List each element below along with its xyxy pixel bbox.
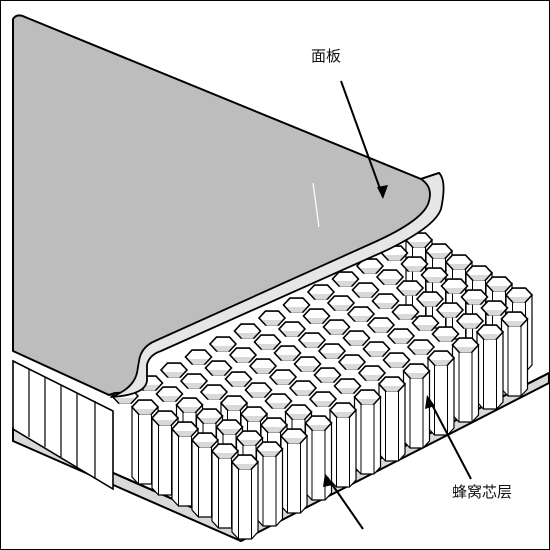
- honeycomb-cell-wall: [280, 434, 308, 514]
- honeycomb-cell-wall: [500, 317, 529, 397]
- honeycomb-cell-wall: [451, 343, 480, 423]
- honeycomb-cell-wall: [378, 382, 406, 462]
- honeycomb-cell-wall: [476, 330, 504, 410]
- core-cells: [110, 232, 534, 540]
- core-leader: [428, 398, 472, 480]
- honeycomb-cell-wall: [402, 369, 431, 449]
- honeycomb-cell-wall: [231, 460, 259, 540]
- honeycomb-cell-wall: [329, 408, 357, 488]
- honeycomb-cell-wall: [353, 395, 382, 475]
- face-sheet-label: 面板: [311, 47, 342, 65]
- callout-leaders: [323, 80, 472, 530]
- face-sheet-leader: [340, 80, 384, 198]
- honeycomb-core-label: 蜂窝芯层: [452, 483, 513, 501]
- honeycomb-core: [12, 232, 534, 540]
- honeycomb-cell-wall: [304, 421, 333, 501]
- top-face-sheet: [12, 14, 445, 398]
- honeycomb-cell-wall: [255, 447, 284, 527]
- bottom-sheet-leader: [326, 476, 364, 530]
- core-left-side: [12, 359, 114, 491]
